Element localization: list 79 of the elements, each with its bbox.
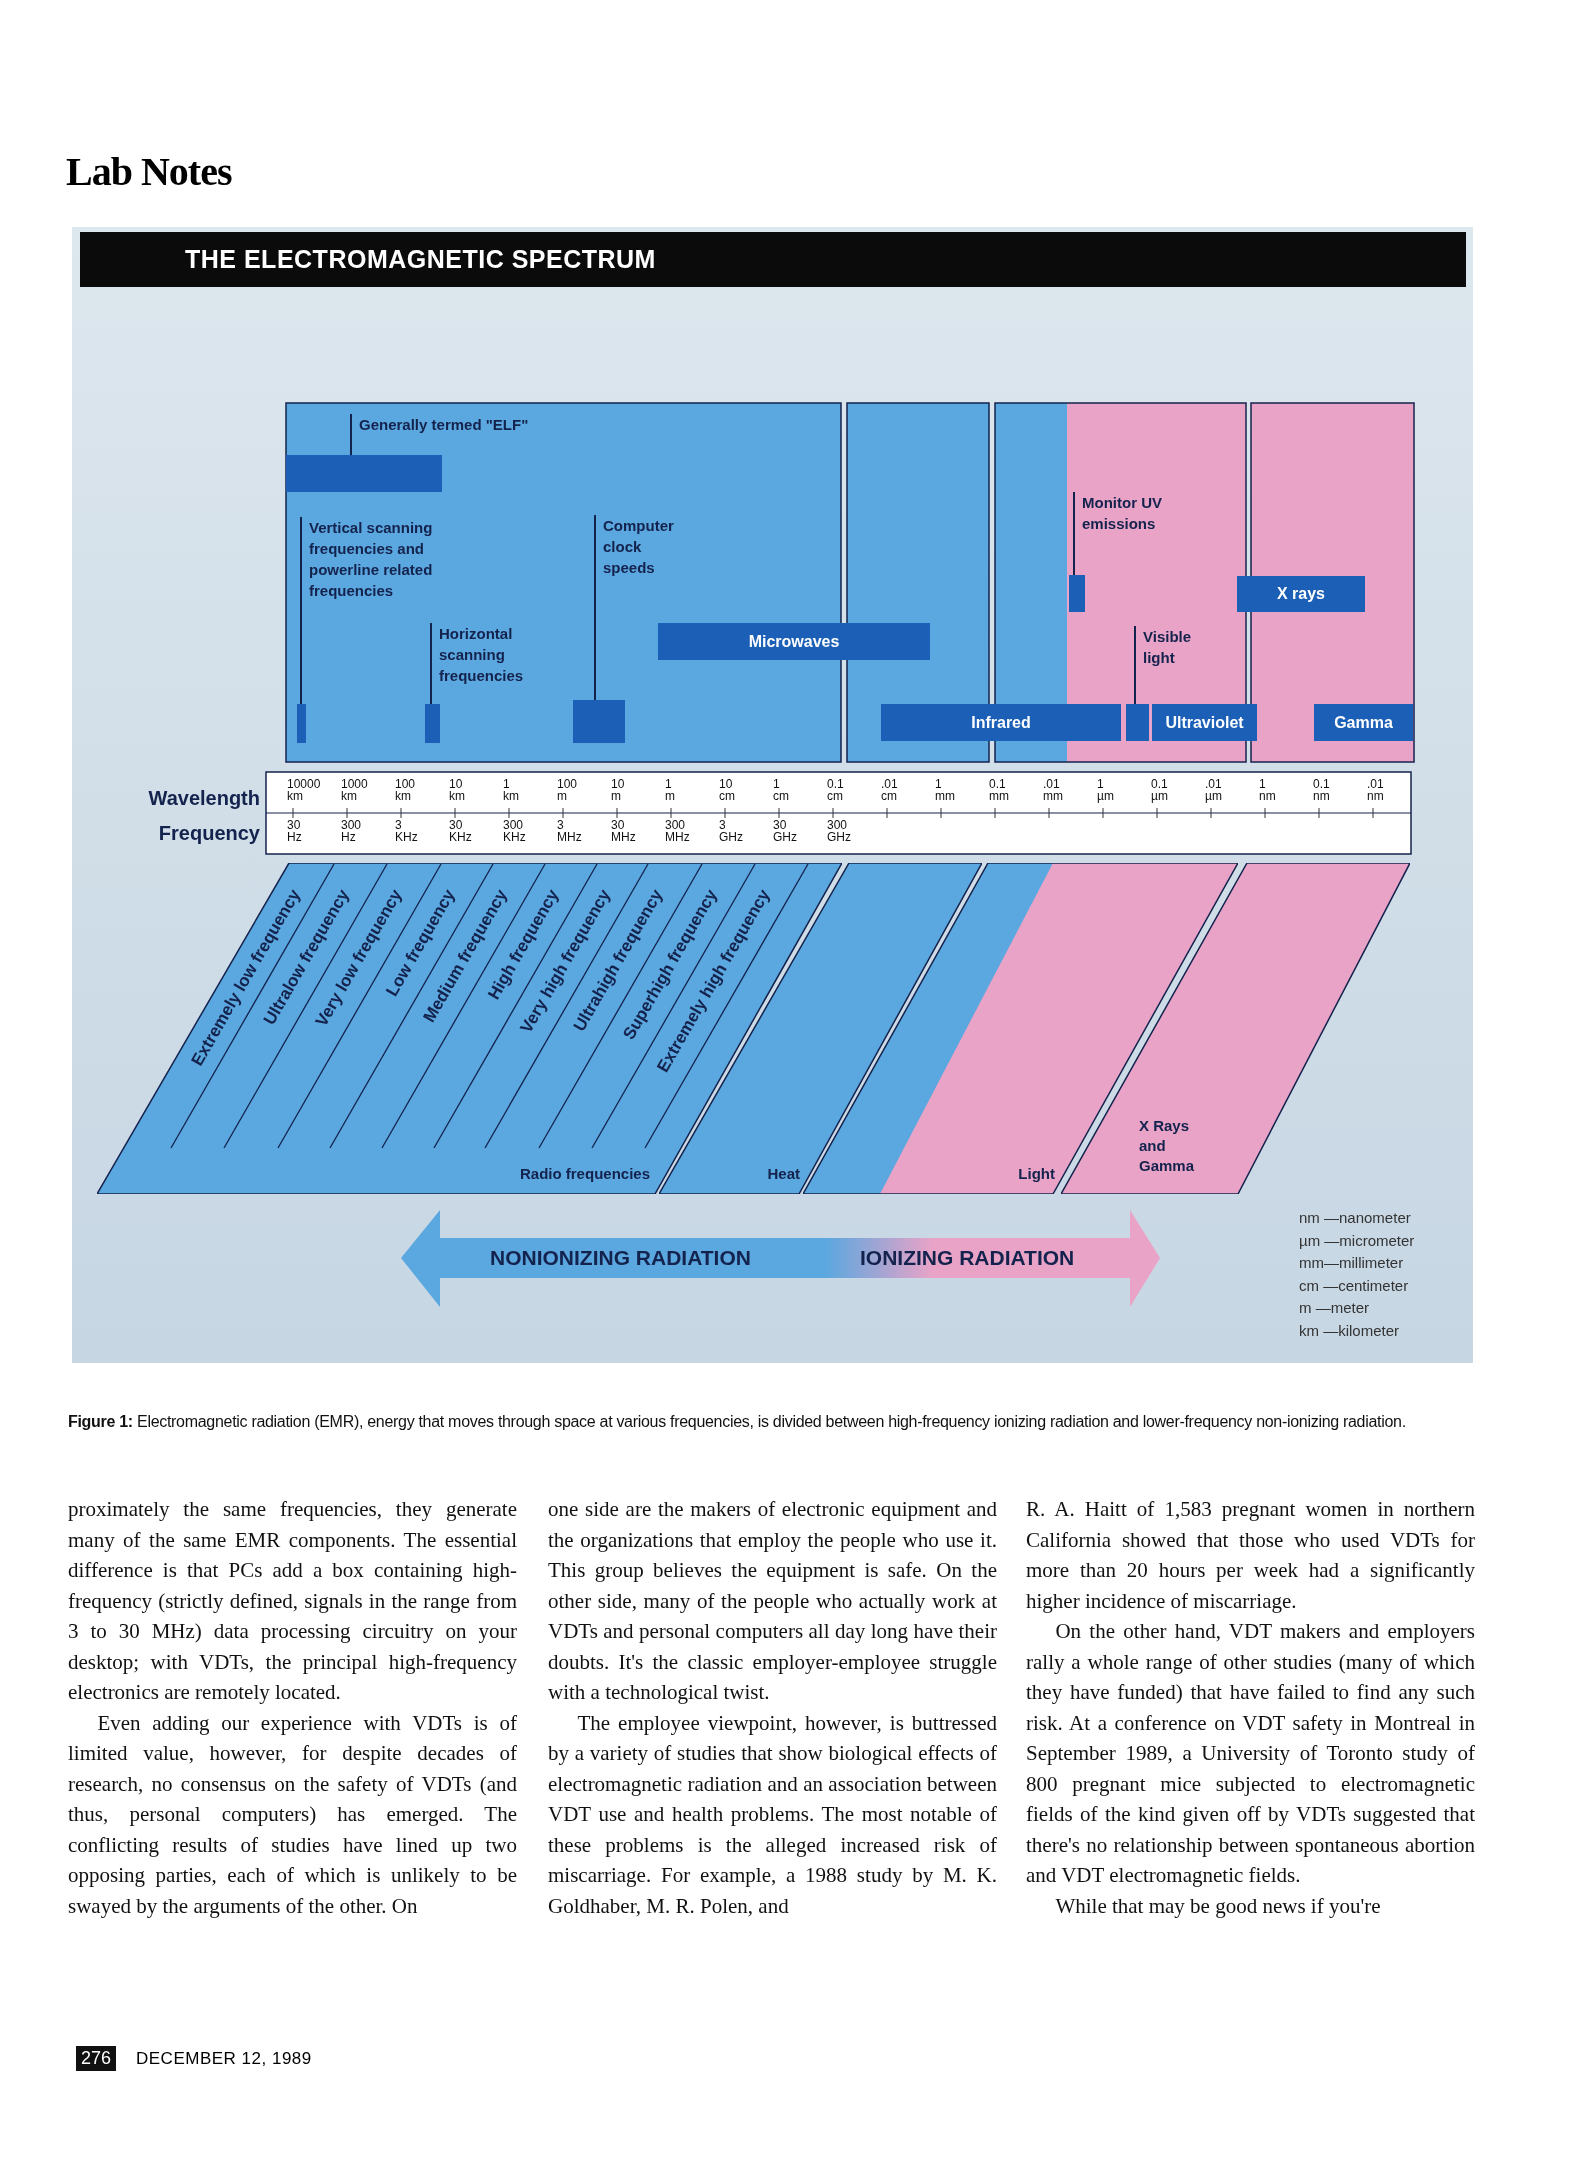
spectrum-range-bar: Gamma bbox=[1314, 704, 1413, 741]
scale-value: 10 km bbox=[449, 778, 465, 802]
body-paragraph: proximately the same frequencies, they generate many of the same EMR components. The essential difference is that PCs add a box containing high-frequency (strictly defined, signals in the range from 3 to 30 MHz) data processing circuitry on your desktop; with VDTs, the principal high-frequency electronics are remotely located. bbox=[68, 1496, 517, 1706]
spectrum-range-bar: Microwaves bbox=[658, 623, 930, 660]
scale-value: 30 KHz bbox=[449, 819, 472, 843]
leader-line bbox=[430, 622, 432, 705]
scale-value: 30 GHz bbox=[773, 819, 797, 843]
unit-definition: km —kilometer bbox=[1299, 1320, 1399, 1341]
leader-line bbox=[1073, 491, 1075, 576]
scale-value: 10 m bbox=[611, 778, 625, 802]
scale-value: 0.1 cm bbox=[827, 778, 844, 802]
callout-text: Vertical scanning frequencies and powerline related frequencies bbox=[301, 517, 476, 601]
scale-value: 3 KHz bbox=[395, 819, 418, 843]
scale-value: 0.1 mm bbox=[989, 778, 1009, 802]
spectrum-range-bar: Infrared bbox=[881, 704, 1121, 741]
section-heading: Lab Notes bbox=[66, 148, 232, 195]
callout-text: Horizontal scanning frequencies bbox=[431, 623, 541, 686]
unit-definition: cm —centimeter bbox=[1299, 1275, 1409, 1296]
scale-value: 300 Hz bbox=[341, 819, 362, 843]
leader-line bbox=[350, 413, 352, 456]
scale-value: 1 cm bbox=[773, 778, 789, 802]
unit-definition: m —meter bbox=[1299, 1298, 1369, 1318]
unit-definition: nm —nanometer bbox=[1299, 1208, 1411, 1228]
scale-value: 1 µm bbox=[1097, 778, 1114, 802]
scale-value: 300 GHz bbox=[827, 819, 851, 843]
scale-value: 1 km bbox=[503, 778, 519, 802]
callout-text: Computer clock speeds bbox=[595, 515, 690, 578]
body-paragraph: R. A. Haitt of 1,583 pregnant women in northern California showed that those who used VDTs for more than 20 hours per week had a significantly higher incidence of miscarriage. bbox=[1026, 1496, 1475, 1615]
unit-definition: µm —micrometer bbox=[1299, 1230, 1415, 1251]
band-label: X Rays and Gamma bbox=[1139, 1116, 1196, 1176]
scale-value: 30 Hz bbox=[287, 819, 302, 843]
scale-value: .01 mm bbox=[1043, 778, 1063, 802]
band-label: Light bbox=[1017, 1164, 1055, 1184]
issue-date: DECEMBER 12, 1989 bbox=[136, 2048, 312, 2070]
radiation-label: IONIZING RADIATION bbox=[860, 1245, 1075, 1271]
marker-bar bbox=[1069, 575, 1085, 612]
scale-value: 0.1 nm bbox=[1313, 778, 1330, 802]
scale-value: 300 KHz bbox=[503, 819, 526, 843]
figure-title-bar: THE ELECTROMAGNETIC SPECTRUM bbox=[80, 232, 1466, 287]
radiation-label: NONIONIZING RADIATION bbox=[490, 1245, 751, 1271]
scale-value: 10000 km bbox=[287, 778, 321, 802]
scale-value: 30 MHz bbox=[611, 819, 636, 843]
scale-value: 10 cm bbox=[719, 778, 735, 802]
row-heading: Wavelength bbox=[148, 787, 260, 810]
spectrum-range-bar: X rays bbox=[1237, 576, 1365, 612]
scale-value: 3 GHz bbox=[719, 819, 743, 843]
marker-bar bbox=[425, 704, 440, 743]
body-paragraph: Even adding our experience with VDTs is of limited value, however, for despite decades of research, no consensus on the safety of VDTs (and thus, personal computers) has emerged. The conflicting results of studies have lined up two opposing parties, each of which is unlikely to be swayed by the arguments of the other. On bbox=[68, 1709, 517, 1920]
scale-value: 1 mm bbox=[935, 778, 955, 802]
marker-bar bbox=[1126, 704, 1149, 741]
scale-value: 3 MHz bbox=[557, 819, 582, 843]
scale-value: 1 nm bbox=[1259, 778, 1276, 802]
scale-value: 1 m bbox=[665, 778, 675, 802]
body-paragraph: While that may be good news if you're bbox=[1054, 1892, 1382, 1920]
body-paragraph: one side are the makers of electronic equipment and the organizations that employ the people who use it. This group believes the equipment is safe. On the other side, many of the people who actually work at VDTs and personal computers all day long have their doubts. It's the classic employer-employee struggle with a technological twist. bbox=[548, 1496, 997, 1706]
marker-bar bbox=[573, 700, 625, 743]
marker-bar bbox=[297, 704, 306, 743]
leader-line bbox=[300, 516, 302, 705]
scale-value: .01 cm bbox=[881, 778, 898, 802]
scale-value: .01 nm bbox=[1367, 778, 1384, 802]
page-number: 276 bbox=[76, 2046, 117, 2071]
marker-bar bbox=[286, 455, 442, 492]
leader-line bbox=[594, 514, 596, 701]
unit-definition: mm—millimeter bbox=[1299, 1253, 1404, 1273]
band-label: Heat bbox=[766, 1164, 800, 1184]
callout-text: Generally termed "ELF" bbox=[351, 414, 611, 435]
callout-text: Visible light bbox=[1135, 626, 1225, 668]
scale-value: 1000 km bbox=[341, 778, 368, 802]
band-label: Radio frequencies bbox=[518, 1164, 650, 1184]
scale-value: 300 MHz bbox=[665, 819, 690, 843]
scale-value: .01 µm bbox=[1205, 778, 1222, 802]
callout-text: Monitor UV emissions bbox=[1074, 492, 1214, 534]
body-paragraph: The employee viewpoint, however, is buttressed by a variety of studies that show biological effects of electromagnetic radiation and an association between VDT use and health problems. The most notable of these problems is the alleged increased risk of miscarriage. For example, a 1988 study by M. K. Goldhaber, M. R. Polen, and bbox=[548, 1709, 997, 1920]
scale-value: 0.1 µm bbox=[1151, 778, 1168, 802]
body-paragraph: On the other hand, VDT makers and employers rally a whole range of other studies (many of which they have funded) that have failed to find any such risk. At a conference on VDT safety in Montreal in September 1989, a University of Toronto study of 800 pregnant mice subjected to electromagnetic fields of the kind given off by VDTs suggested that there's no relationship between spontaneous abortion and VDT electromagnetic fields. bbox=[1026, 1618, 1475, 1889]
leader-line bbox=[1134, 625, 1136, 705]
spectrum-range-bar: Ultraviolet bbox=[1152, 704, 1257, 741]
row-heading: Frequency bbox=[158, 822, 260, 845]
figure-caption: Figure 1: Electromagnetic radiation (EMR), energy that moves through space at various frequencies, is divided between high-frequency ionizing radiation and lower-frequency non-ionizing radiation. bbox=[68, 1412, 1407, 1432]
